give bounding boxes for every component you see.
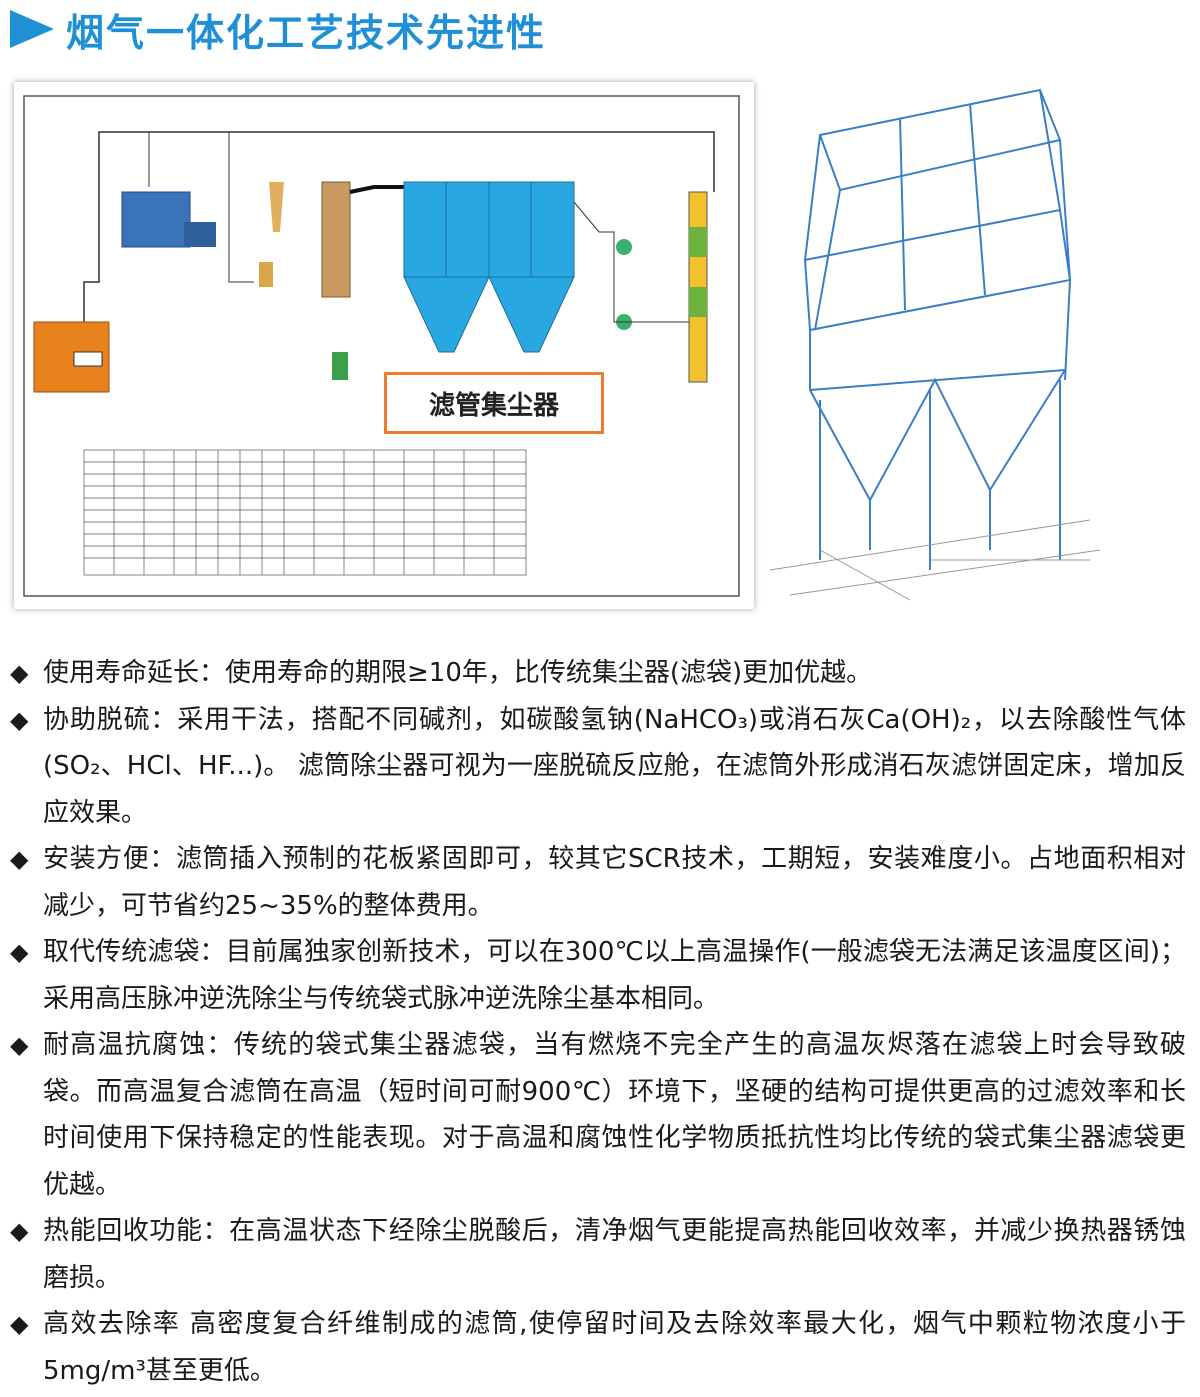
page-title: 烟气一体化工艺技术先进性 [10,4,547,55]
feature-item: ◆ 热能回收功能：在高温状态下经除尘脱酸后，清净烟气更能提高热能回收效率，并减少换… [8,1208,1186,1301]
feature-item: ◆ 耐高温抗腐蚀：传统的袋式集尘器滤袋，当有燃烧不完全产生的高温灰烬落在滤袋上时会… [8,1022,1186,1208]
feature-item: ◆ 使用寿命延长：使用寿命的期限≥10年，比传统集尘器(滤袋)更加优越。 [8,650,1186,697]
diamond-bullet-icon: ◆ [10,1217,29,1245]
arrow-icon [10,10,54,48]
feature-text: 耐高温抗腐蚀：传统的袋式集尘器滤袋，当有燃烧不完全产生的高温灰烬落在滤袋上时会导… [43,1030,1186,1200]
steel-structure-illustration [760,80,1200,610]
feature-text: 安装方便：滤筒插入预制的花板紧固即可，较其它SCR技术，工期短，安装难度小。占地… [43,844,1186,921]
diamond-bullet-icon: ◆ [10,659,29,687]
feature-item: ◆ 协助脱硫：采用干法，搭配不同碱剂，如碳酸氢钠(NaHCO₃)或消石灰Ca(OH… [8,697,1186,837]
diamond-bullet-icon: ◆ [10,938,29,966]
feature-text: 使用寿命延长：使用寿命的期限≥10年，比传统集尘器(滤袋)更加优越。 [43,658,873,688]
diamond-bullet-icon: ◆ [10,1310,29,1338]
process-flow-diagram: 滤管集尘器 [14,82,754,609]
feature-text: 热能回收功能：在高温状态下经除尘脱酸后，清净烟气更能提高热能回收效率，并减少换热… [43,1216,1186,1293]
filter-collector-label: 滤管集尘器 [384,372,604,434]
diamond-bullet-icon: ◆ [10,1031,29,1059]
feature-list: ◆ 使用寿命延长：使用寿命的期限≥10年，比传统集尘器(滤袋)更加优越。 ◆ 协助脱… [8,650,1186,1394]
diamond-bullet-icon: ◆ [10,705,29,734]
feature-item: ◆ 取代传统滤袋：目前属独家创新技术，可以在300℃以上高温操作(一般滤袋无法满足… [8,929,1186,1022]
feature-text: 高效去除率 高密度复合纤维制成的滤筒,使停留时间及去除效率最大化，烟气中颗粒物浓… [43,1309,1186,1386]
feature-item: ◆ 安装方便：滤筒插入预制的花板紧固即可，较其它SCR技术，工期短，安装难度小。占… [8,836,1186,929]
diamond-bullet-icon: ◆ [10,845,29,873]
feature-text: 取代传统滤袋：目前属独家创新技术，可以在300℃以上高温操作(一般滤袋无法满足该… [43,937,1186,1014]
feature-text: 协助脱硫：采用干法，搭配不同碱剂，如碳酸氢钠(NaHCO₃)或消石灰Ca(OH)… [43,704,1186,828]
feature-item: ◆ 高效去除率 高密度复合纤维制成的滤筒,使停留时间及去除效率最大化，烟气中颗粒物… [8,1301,1186,1394]
title-text: 烟气一体化工艺技术先进性 [66,10,547,55]
process-flow-drawing [23,95,740,597]
